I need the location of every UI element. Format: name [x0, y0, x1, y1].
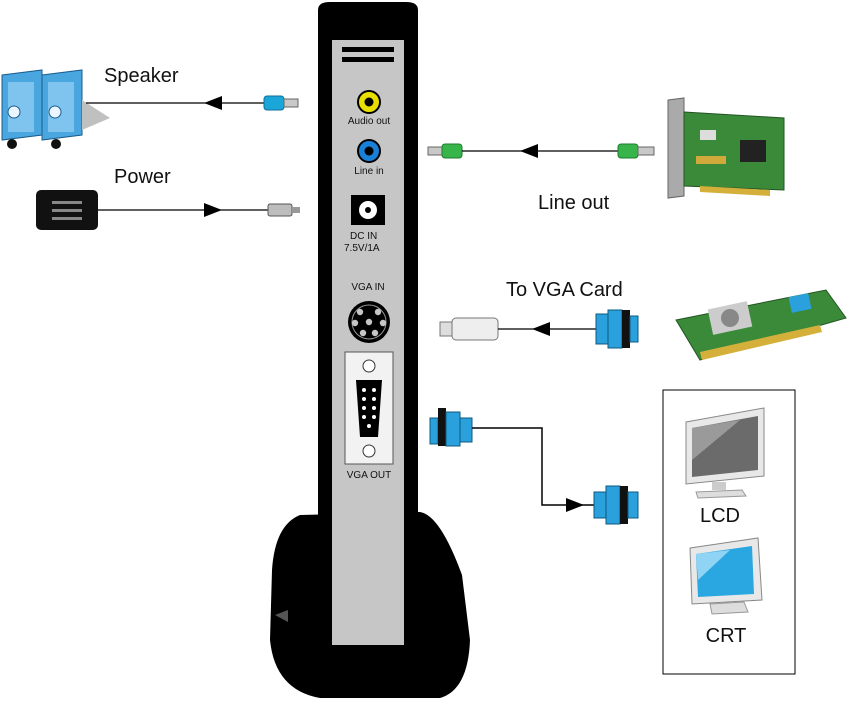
vga-in-label: VGA IN [351, 282, 384, 293]
vga-card-label: To VGA Card [506, 279, 623, 301]
audio-out-jack [357, 90, 381, 114]
crt-label: CRT [706, 625, 747, 647]
line-out-label: Line out [538, 192, 610, 214]
line-in-jack [357, 139, 381, 163]
vga-in-port [348, 301, 390, 343]
vga-in-cable [439, 309, 639, 349]
audio-out-label: Audio out [348, 116, 390, 127]
line-out-cable [427, 143, 655, 159]
power-adapter-icon [36, 190, 98, 230]
dc-in-label: DC IN [350, 231, 377, 242]
vga-out-port [344, 351, 394, 465]
speaker-cable [86, 95, 299, 111]
lcd-label: LCD [700, 505, 740, 527]
vga-out-label: VGA OUT [347, 470, 391, 481]
sound-card-icon [667, 97, 785, 199]
vent-slot [342, 47, 394, 52]
vga-card-icon [675, 289, 847, 361]
power-label: Power [114, 166, 171, 188]
speaker-label: Speaker [104, 65, 179, 87]
dc-in-rating-label: 7.5V/1A [344, 243, 380, 254]
line-in-label: Line in [354, 166, 383, 177]
vga-out-cable [429, 408, 639, 525]
power-cable [98, 203, 300, 217]
dc-in-jack [351, 195, 385, 225]
lcd-monitor-icon [685, 407, 765, 499]
speaker-pair-icon [1, 69, 110, 149]
vent-slot [342, 57, 394, 62]
crt-monitor-icon [689, 537, 763, 615]
